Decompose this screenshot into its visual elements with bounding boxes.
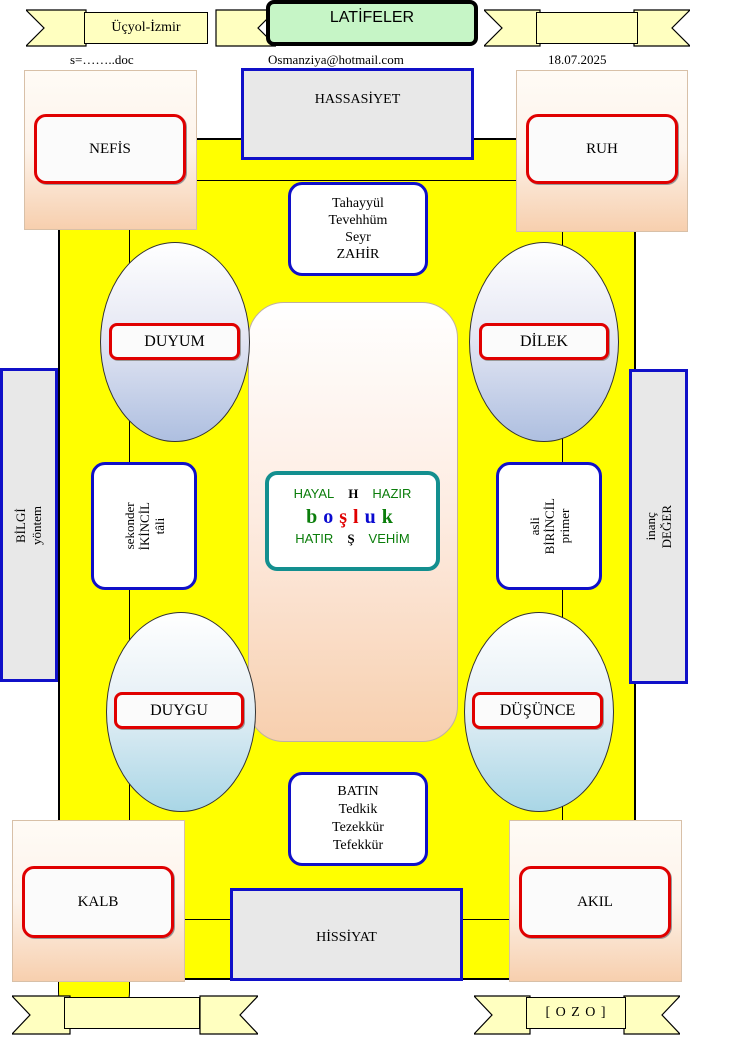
nefis-box: NEFİS [34, 114, 186, 184]
bosluk-box: HAYAL H HAZIR boşluk HATIR Ş VEHİM [265, 471, 440, 571]
vehim-label: VEHİM [368, 531, 410, 546]
h-letter: H [348, 486, 359, 501]
hayal-label: HAYAL [293, 486, 335, 501]
location-label: Üçyol-İzmir [111, 20, 181, 35]
ozo-label: [ O Z O ] [545, 1005, 607, 1020]
ribbon-bottom-right [474, 995, 680, 1035]
kalb-box: KALB [22, 866, 174, 938]
filename-label: s=……..doc [70, 52, 134, 67]
ribbon-top-right [484, 9, 690, 47]
ikincil-card: sekonder İKİNCİL tâli [91, 462, 197, 590]
yontem-label: yöntem [29, 505, 44, 545]
deger-label: DEĞER [658, 504, 674, 549]
s-letter: Ş [347, 531, 355, 546]
ozo-box: [ O Z O ] [526, 997, 626, 1029]
hatir-label: HATIR [295, 531, 334, 546]
bosluk-letter: k [381, 506, 399, 528]
zahir-card: Tahayyül Tevehhüm Seyr ZAHİR [288, 182, 428, 276]
duyum-box: DUYUM [109, 323, 240, 360]
ribbon-bottom-left [12, 995, 258, 1035]
bosluk-letter: b [306, 506, 324, 528]
page-title: LATİFELER [266, 0, 478, 46]
bosluk-word: boşluk [269, 506, 436, 529]
email-label: Osmanziya@hotmail.com [268, 52, 404, 67]
deger-box: inanç DEĞER [629, 369, 688, 684]
bosluk-letter: u [364, 506, 382, 528]
ruh-box: RUH [526, 114, 678, 184]
inanc-label: inanç [642, 512, 658, 541]
footer-left-box [64, 997, 200, 1029]
bilgi-label: BİLGİ [13, 507, 28, 543]
batin-card: BATIN Tedkik Tezekkür Tefekkür [288, 772, 428, 866]
dusunce-box: DÜŞÜNCE [472, 692, 603, 729]
header-right-box [536, 12, 638, 44]
dilek-box: DİLEK [479, 323, 609, 360]
bilgi-box: BİLGİ yöntem [0, 368, 58, 682]
akil-box: AKIL [519, 866, 671, 938]
bosluk-letter: ş [339, 506, 354, 528]
bosluk-letter: l [353, 506, 365, 528]
hissiyat-box: HİSSİYAT [230, 888, 463, 981]
hazir-label: HAZIR [372, 486, 412, 501]
hassasiyet-box: HASSASİYET [241, 68, 474, 160]
location-box: Üçyol-İzmir [84, 12, 208, 44]
ribbon-top-left [26, 9, 276, 47]
bosluk-letter: o [323, 506, 340, 528]
duygu-box: DUYGU [114, 692, 244, 729]
birincil-card: asli BİRİNCİL primer [496, 462, 602, 590]
date-label: 18.07.2025 [548, 52, 607, 67]
